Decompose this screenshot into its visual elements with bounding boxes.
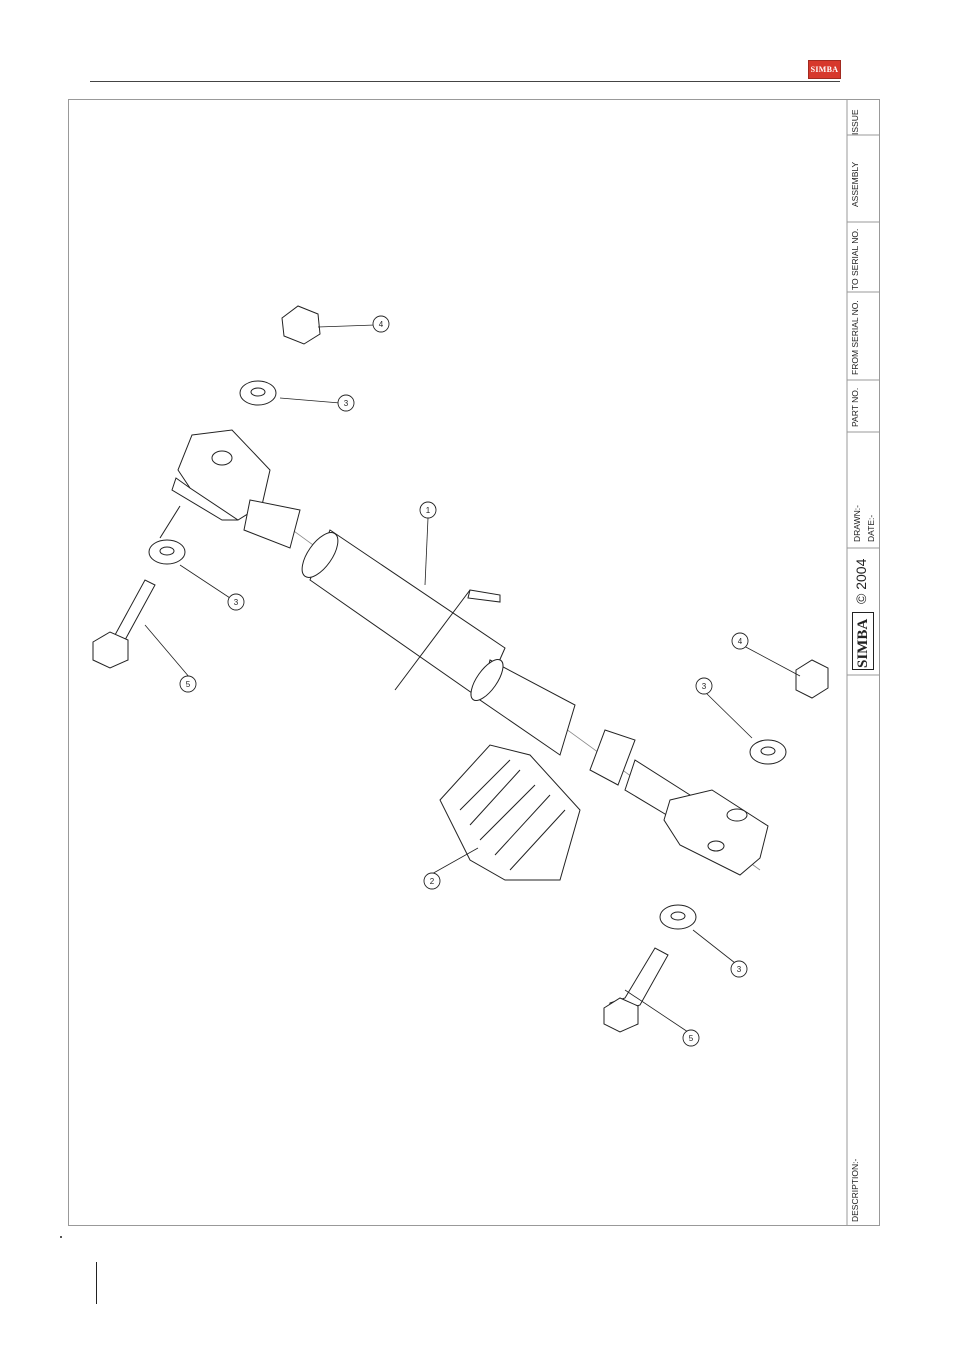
- callout-4b: 4: [738, 637, 743, 646]
- nut-lower: [796, 660, 828, 698]
- callout-3a: 3: [344, 399, 349, 408]
- rod-neck-upper: [244, 500, 300, 548]
- clevis-upper-hole: [212, 451, 232, 465]
- callout-3d: 3: [737, 965, 742, 974]
- spring-stack: [440, 745, 580, 880]
- callout-3b: 3: [234, 598, 239, 607]
- callout-1: 1: [426, 506, 431, 515]
- clevis-lower: [664, 790, 768, 875]
- callout-4a: 4: [379, 320, 384, 329]
- callout-5a: 5: [186, 680, 191, 689]
- rod-barrel: [310, 530, 505, 700]
- bolt-upper-head: [93, 632, 128, 668]
- callout-5b: 5: [689, 1034, 694, 1043]
- callout-2: 2: [430, 877, 435, 886]
- callout-3c: 3: [702, 682, 707, 691]
- rod-collar: [590, 730, 635, 785]
- nut-upper: [282, 306, 320, 344]
